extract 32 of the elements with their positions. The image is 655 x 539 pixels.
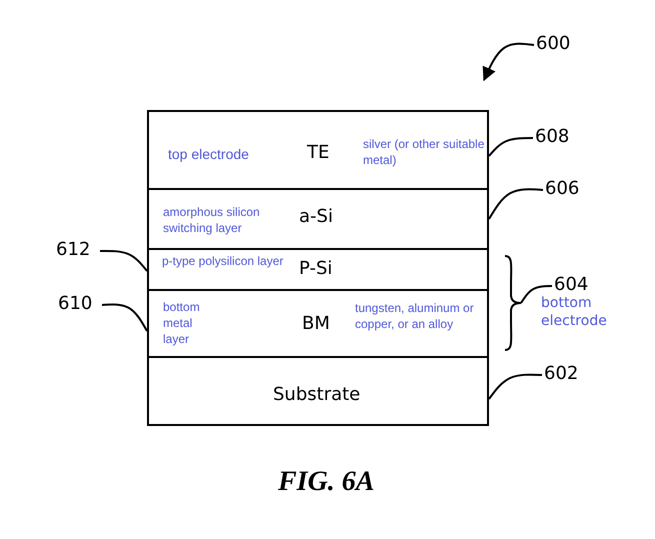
reference-numeral: 602 bbox=[544, 363, 578, 384]
layer-abbreviation: TE bbox=[307, 142, 330, 163]
reference-numeral: 606 bbox=[545, 178, 580, 199]
top-electrode-layer bbox=[147, 110, 489, 190]
layer-abbreviation: BM bbox=[302, 313, 330, 334]
leader-line bbox=[488, 374, 542, 400]
layer-abbreviation: a-Si bbox=[299, 206, 333, 227]
reference-numeral: 610 bbox=[58, 293, 92, 314]
reference-numeral: 600 bbox=[536, 33, 570, 54]
layer-description: silver (or other suitable metal) bbox=[363, 136, 485, 168]
leader-line bbox=[520, 285, 552, 304]
switching-layer bbox=[147, 188, 489, 250]
reference-numeral: 608 bbox=[535, 126, 570, 147]
layer-description: bottom metal layer bbox=[163, 299, 201, 347]
leader-line bbox=[102, 304, 148, 332]
reference-numeral: 604 bbox=[554, 274, 588, 295]
bracket-label: bottom electrode bbox=[541, 294, 608, 330]
layer-abbreviation: P-Si bbox=[299, 258, 332, 279]
leader-line bbox=[488, 188, 544, 220]
leader-line bbox=[100, 250, 148, 272]
leader-line bbox=[488, 137, 533, 157]
substrate-layer bbox=[147, 356, 489, 426]
polysilicon-layer bbox=[147, 248, 489, 291]
layer-description: amorphous silicon switching layer bbox=[163, 204, 261, 236]
arrow bbox=[482, 42, 534, 82]
layer-abbreviation: Substrate bbox=[273, 384, 360, 405]
layer-description: p-type polysilicon layer bbox=[162, 253, 284, 269]
figure-caption: FIG. 6A bbox=[278, 466, 374, 498]
reference-numeral: 612 bbox=[56, 239, 90, 260]
layer-description: top electrode bbox=[168, 146, 250, 162]
bottom-metal-layer bbox=[147, 289, 489, 358]
layer-description: tungsten, aluminum or copper, or an alloy bbox=[355, 300, 475, 332]
